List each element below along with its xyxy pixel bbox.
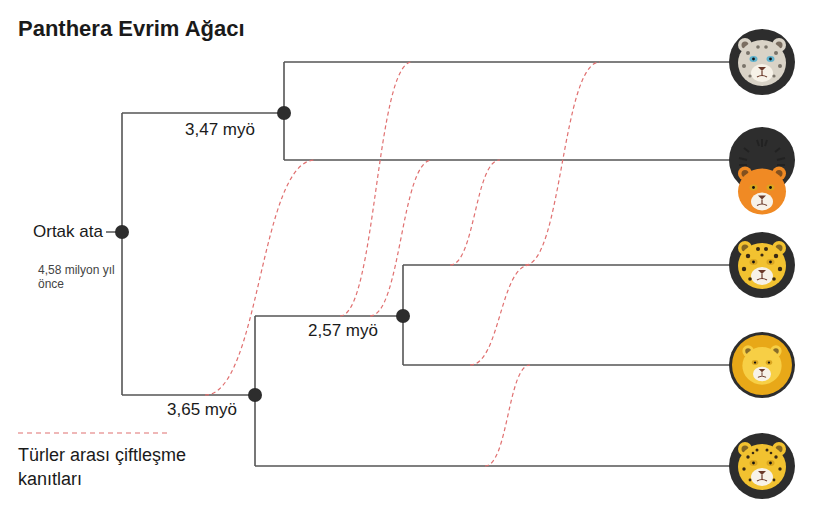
root-age: 4,58 milyon yıl önce	[38, 263, 122, 292]
root-label: Ortak ata	[30, 222, 106, 242]
animal-icon	[729, 29, 795, 499]
legend-text: Türler arası çiftleşme kanıtları	[18, 443, 193, 492]
divergence-time: 3,65 myö	[167, 400, 237, 420]
divergence-time: 3,47 myö	[185, 120, 255, 140]
hybridization-curve	[205, 62, 600, 466]
node-dot	[115, 106, 410, 402]
diagram-title: Panthera Evrim Ağacı	[18, 16, 245, 42]
legend-sample	[18, 432, 168, 433]
divergence-time: 2,57 myö	[308, 321, 378, 341]
tree-branch	[30, 62, 730, 466]
